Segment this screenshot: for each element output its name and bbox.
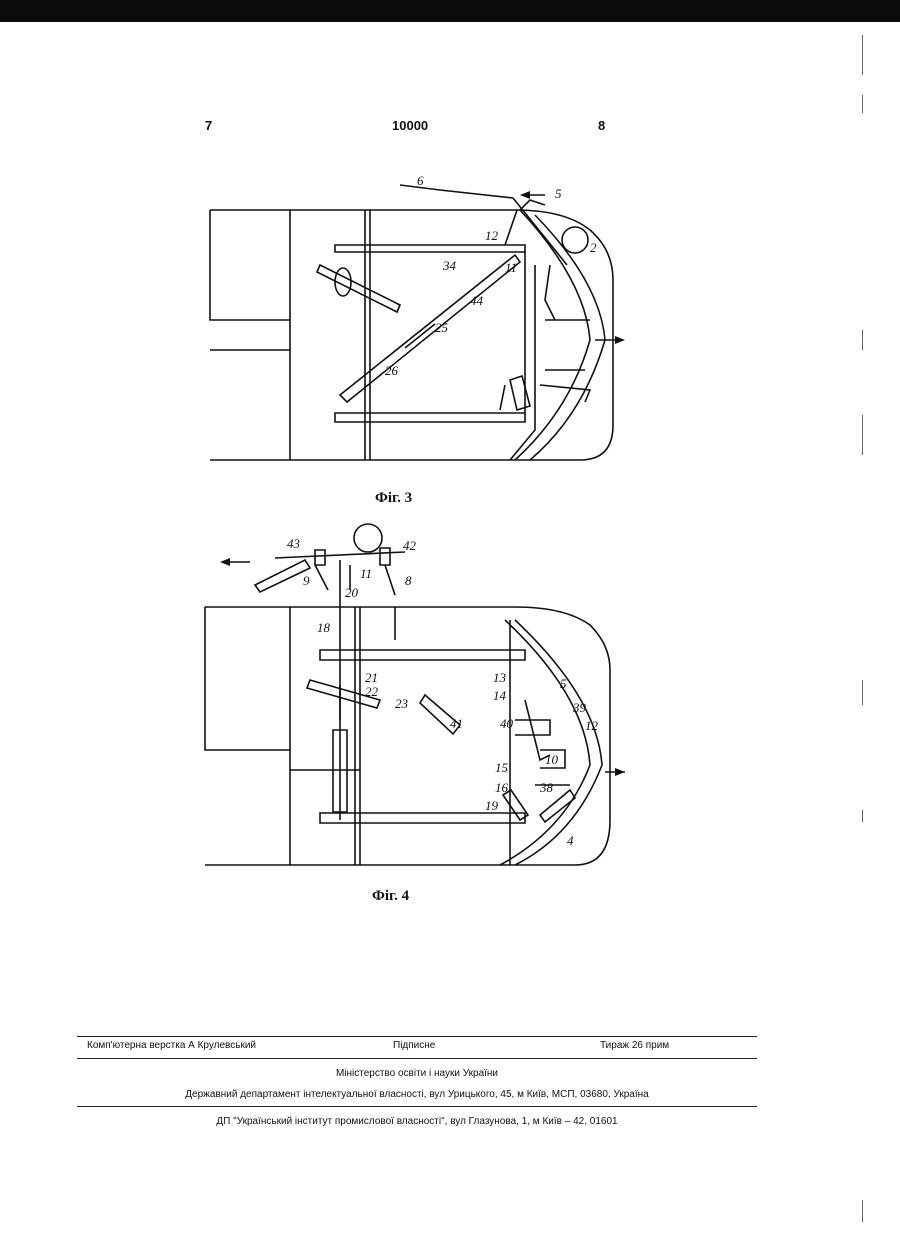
inner-frame bbox=[510, 265, 535, 460]
spring-8 bbox=[385, 565, 395, 595]
scan-edge-mark bbox=[862, 35, 863, 75]
label-12: 12 bbox=[585, 718, 599, 733]
roller bbox=[562, 227, 588, 253]
label-39: 39 bbox=[572, 700, 587, 715]
scan-edge-mark bbox=[862, 415, 863, 455]
bracket bbox=[500, 385, 505, 410]
label-11: 11 bbox=[360, 566, 372, 581]
label-15: 15 bbox=[495, 760, 509, 775]
frame-upper-beam bbox=[335, 245, 525, 252]
institute-line: ДП "Український інститут промислової вла… bbox=[77, 1116, 757, 1127]
label-19: 19 bbox=[485, 798, 499, 813]
department-line: Державний департамент інтелектуальної вл… bbox=[77, 1089, 757, 1100]
label-13: 13 bbox=[493, 670, 507, 685]
print-run: Тираж 26 прим bbox=[600, 1040, 669, 1051]
pivot bbox=[380, 548, 390, 565]
spring bbox=[505, 210, 517, 245]
spring-9 bbox=[315, 565, 328, 590]
label-44: 44 bbox=[470, 293, 484, 308]
footer-line-1: Комп'ютерна верстка А Крулевський Підпис… bbox=[77, 1040, 757, 1054]
figure-3-caption: Фіг. 3 bbox=[375, 490, 412, 507]
ministry-line: Міністерство освіти і науки України bbox=[77, 1068, 757, 1079]
label-26: 26 bbox=[385, 363, 399, 378]
spring-25 bbox=[405, 324, 435, 348]
page-number-right: 8 bbox=[598, 118, 605, 133]
vehicle-outline bbox=[205, 607, 610, 865]
label-2: 2 bbox=[590, 240, 597, 255]
small-link bbox=[510, 376, 530, 410]
label-10: 10 bbox=[545, 752, 559, 767]
label-21: 21 bbox=[365, 670, 378, 685]
footer-rule bbox=[77, 1106, 757, 1107]
figure-4-drawing: 43 42 9 11 8 20 18 21 22 23 41 13 5 14 3… bbox=[195, 520, 625, 870]
label-25: 25 bbox=[435, 320, 449, 335]
label-40: 40 bbox=[500, 716, 514, 731]
frame-upper-beam bbox=[320, 650, 525, 660]
label-38: 38 bbox=[539, 780, 554, 795]
inner-block bbox=[205, 607, 290, 865]
curved-bumper bbox=[500, 620, 590, 865]
label-34: 34 bbox=[442, 258, 457, 273]
patent-number: 10000 bbox=[392, 118, 428, 133]
arrow-head-right bbox=[615, 768, 625, 776]
figure-4-caption: Фіг. 4 bbox=[372, 888, 409, 905]
scan-edge-mark bbox=[862, 330, 863, 350]
frame-lower-beam bbox=[335, 413, 525, 422]
label-22: 22 bbox=[365, 684, 379, 699]
footer-rule bbox=[77, 1058, 757, 1059]
support-strut bbox=[545, 265, 555, 320]
label-42: 42 bbox=[403, 538, 417, 553]
frame-lower-beam bbox=[320, 813, 525, 823]
figure-3-drawing: 6 5 2 12 34 11 44 25 26 bbox=[195, 170, 625, 470]
label-14: 14 bbox=[493, 688, 507, 703]
curved-bumper-inner bbox=[515, 620, 602, 865]
lever bbox=[317, 265, 400, 312]
inner-block bbox=[210, 210, 290, 460]
top-bar bbox=[275, 552, 405, 558]
pivot bbox=[315, 550, 325, 565]
label-18: 18 bbox=[317, 620, 331, 635]
roller bbox=[354, 524, 382, 552]
link-arm bbox=[520, 200, 545, 210]
label-5: 5 bbox=[560, 676, 567, 691]
signed-label: Підписне bbox=[393, 1040, 435, 1051]
scan-edge-mark bbox=[862, 95, 863, 113]
scan-edge-mark bbox=[862, 810, 863, 822]
scan-edge-mark bbox=[862, 680, 863, 705]
arrow-head-left bbox=[220, 558, 230, 566]
arrow-head-right bbox=[615, 336, 625, 344]
label-6: 6 bbox=[417, 173, 424, 188]
label-16: 16 bbox=[495, 780, 509, 795]
layout-credit: Комп'ютерна верстка А Крулевський bbox=[87, 1040, 256, 1051]
arrow-head-left bbox=[520, 191, 530, 199]
label-4: 4 bbox=[567, 833, 574, 848]
small-link bbox=[525, 700, 550, 760]
label-12: 12 bbox=[485, 228, 499, 243]
label-9: 9 bbox=[303, 573, 310, 588]
footer-rule-top bbox=[77, 1036, 757, 1037]
label-23: 23 bbox=[395, 696, 409, 711]
label-20: 20 bbox=[345, 585, 359, 600]
label-11: 11 bbox=[505, 260, 517, 275]
page-number-left: 7 bbox=[205, 118, 212, 133]
label-43: 43 bbox=[287, 536, 301, 551]
label-5: 5 bbox=[555, 186, 562, 201]
scan-edge-mark bbox=[862, 1200, 863, 1222]
label-8: 8 bbox=[405, 573, 412, 588]
link-arm bbox=[255, 560, 310, 592]
top-scan-border bbox=[0, 0, 900, 22]
label-41: 41 bbox=[450, 716, 463, 731]
